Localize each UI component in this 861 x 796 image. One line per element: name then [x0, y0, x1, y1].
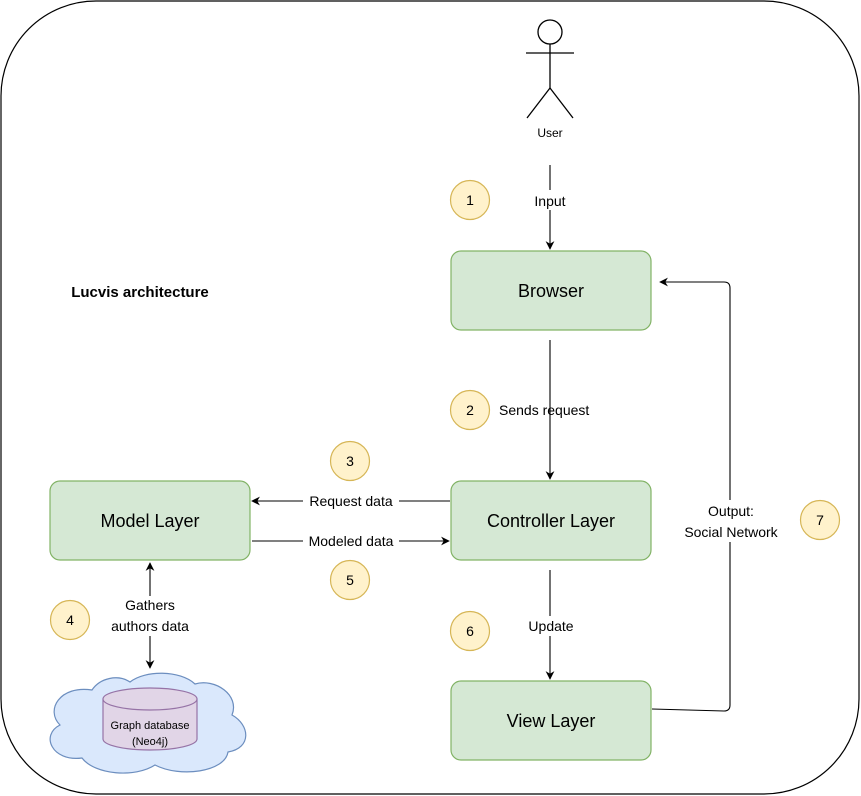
edge-label-gathers-line1: Gathers — [125, 597, 175, 613]
svg-text:4: 4 — [66, 612, 74, 628]
user-actor-icon — [526, 19, 574, 119]
svg-text:5: 5 — [346, 572, 354, 588]
browser-node[interactable]: Browser — [450, 250, 652, 331]
svg-text:2: 2 — [466, 402, 474, 418]
edge-label-modeled-data: Modeled data — [309, 533, 394, 549]
database-icon — [102, 687, 198, 751]
step-badge-1: 1 — [449, 179, 491, 221]
diagram-title: Lucvis architecture — [71, 284, 209, 301]
step-badge-7: 7 — [799, 499, 841, 541]
view-node[interactable]: View Layer — [450, 680, 652, 761]
step-badge-2: 2 — [449, 389, 491, 431]
edge-label-output-line2: Social Network — [684, 524, 778, 540]
user-label: User — [537, 126, 562, 140]
database-label-line2: (Neo4j) — [132, 736, 168, 748]
svg-text:7: 7 — [816, 512, 824, 528]
svg-text:3: 3 — [346, 453, 354, 469]
step-badge-3: 3 — [329, 440, 371, 482]
edge-label-sends-request: Sends request — [499, 402, 589, 418]
controller-node[interactable]: Controller Layer — [450, 480, 652, 561]
svg-text:1: 1 — [466, 192, 474, 208]
model-node[interactable]: Model Layer — [49, 480, 251, 561]
svg-text:6: 6 — [466, 623, 474, 639]
step-badge-5: 5 — [329, 559, 371, 601]
database-label-line1: Graph database — [111, 720, 190, 732]
edge-label-update: Update — [528, 618, 573, 634]
edge-label-request-data: Request data — [309, 493, 392, 509]
edge-label-output-line1: Output: — [708, 503, 754, 519]
edge-label-input: Input — [534, 193, 565, 209]
browser-label: Browser — [518, 281, 584, 301]
controller-label: Controller Layer — [487, 511, 615, 531]
edge-view-to-browser — [651, 277, 731, 712]
edge-label-gathers-line2: authors data — [111, 618, 189, 634]
view-label: View Layer — [507, 711, 596, 731]
model-label: Model Layer — [100, 511, 199, 531]
step-badge-4: 4 — [49, 599, 91, 641]
step-badge-6: 6 — [449, 610, 491, 652]
